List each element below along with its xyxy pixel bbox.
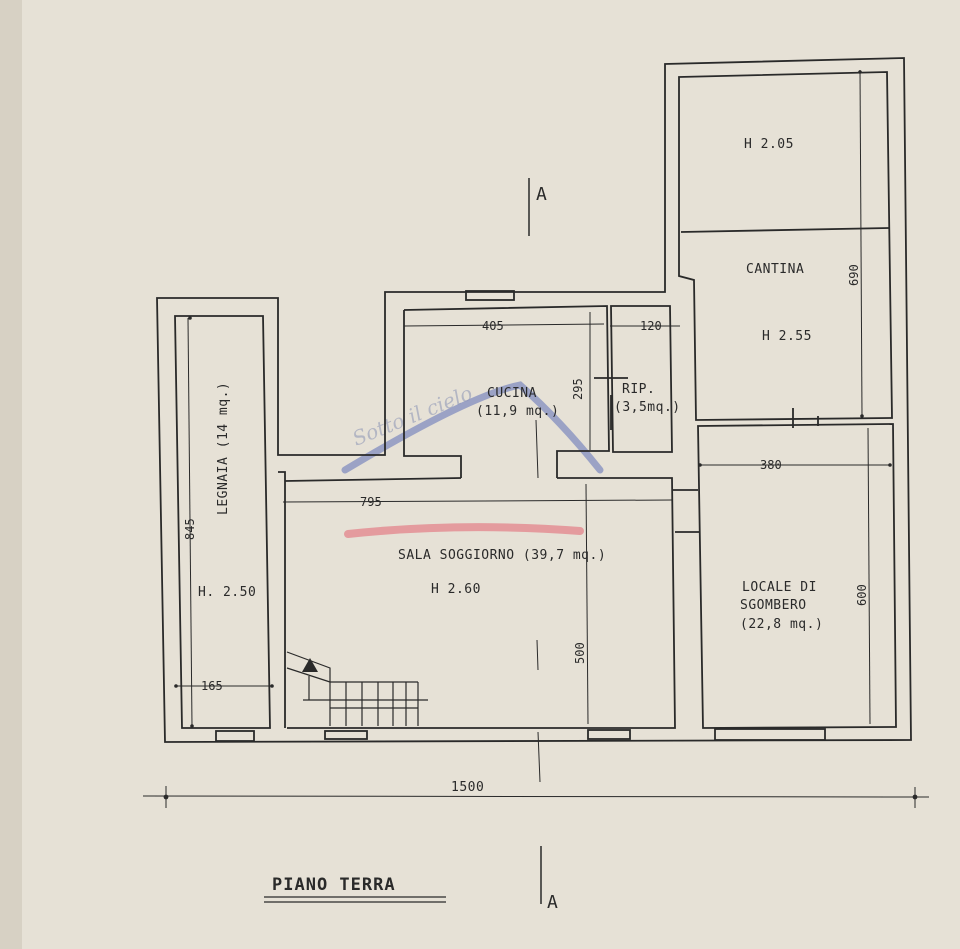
- dim-legnaia-height: 845: [183, 518, 197, 540]
- sgombero-label-line1: LOCALE DI: [742, 580, 817, 595]
- legnaia-inner-wall: [174, 315, 271, 729]
- cantina-height-label: H 2.55: [762, 329, 812, 344]
- soggiorno-wall: [284, 477, 676, 729]
- window-legnaia: [215, 730, 255, 742]
- rip-wall: [610, 305, 673, 453]
- soggiorno-label: SALA SOGGIORNO (39,7 mq.): [398, 548, 606, 563]
- paper-shade: [0, 0, 22, 949]
- corridor-wall: [278, 471, 286, 728]
- soggiorno-height-label: H 2.60: [431, 582, 481, 597]
- sgombero-label-line2: SGOMBERO: [740, 598, 807, 613]
- cucina-lower-wall: [403, 310, 462, 478]
- svg-text:A: A: [547, 892, 558, 913]
- dim-sgombero-depth: 600: [855, 584, 869, 606]
- legnaia-height-label: H. 2.50: [198, 585, 256, 600]
- cucina-label: CUCINA: [487, 386, 537, 401]
- dim-cucina-depth: 295: [571, 378, 585, 400]
- cucina-area-label: (11,9 mq.): [476, 404, 559, 419]
- sgombero-wall: [697, 423, 897, 729]
- plan-title: PIANO TERRA: [272, 875, 396, 895]
- dim-legnaia-width: 165: [201, 679, 223, 693]
- dim-total-width: 1500: [451, 780, 484, 795]
- window-soggiorno-left: [324, 730, 368, 740]
- svg-text:A: A: [536, 184, 547, 205]
- cantina-top-height-label: H 2.05: [744, 137, 794, 152]
- door-cantina: [792, 408, 819, 428]
- passage-wall: [672, 489, 700, 533]
- dim-cantina-depth: 690: [847, 264, 861, 286]
- sgombero-area-label: (22,8 mq.): [740, 617, 823, 632]
- cantina-wall: [678, 71, 893, 421]
- dim-soggiorno-depth: 500: [573, 642, 587, 664]
- title-underline: [264, 896, 446, 903]
- dim-sgombero-width: 380: [760, 458, 782, 472]
- window-sgombero: [714, 728, 826, 741]
- window-cucina: [465, 290, 515, 301]
- staircase: [286, 651, 428, 726]
- dim-cucina-width: 405: [482, 319, 504, 333]
- dim-rip-width: 120: [640, 319, 662, 333]
- rip-door: [594, 377, 628, 430]
- legnaia-label: LEGNAIA (14 mq.): [216, 382, 231, 515]
- dimension-ticks: [163, 70, 918, 800]
- section-marker-bottom: A: [540, 846, 558, 913]
- cantina-label: CANTINA: [746, 262, 804, 277]
- window-soggiorno-right: [587, 729, 631, 740]
- rip-label: RIP.: [622, 382, 655, 397]
- dim-soggiorno-width: 795: [360, 495, 382, 509]
- rip-area-label: (3,5mq.): [614, 400, 681, 415]
- outer-wall: [156, 57, 912, 743]
- stair-arrow-icon: [302, 658, 318, 672]
- cantina-divider: [680, 227, 890, 233]
- section-marker-top: A: [528, 178, 547, 236]
- cucina-wall: [403, 305, 610, 478]
- walls: [156, 57, 912, 743]
